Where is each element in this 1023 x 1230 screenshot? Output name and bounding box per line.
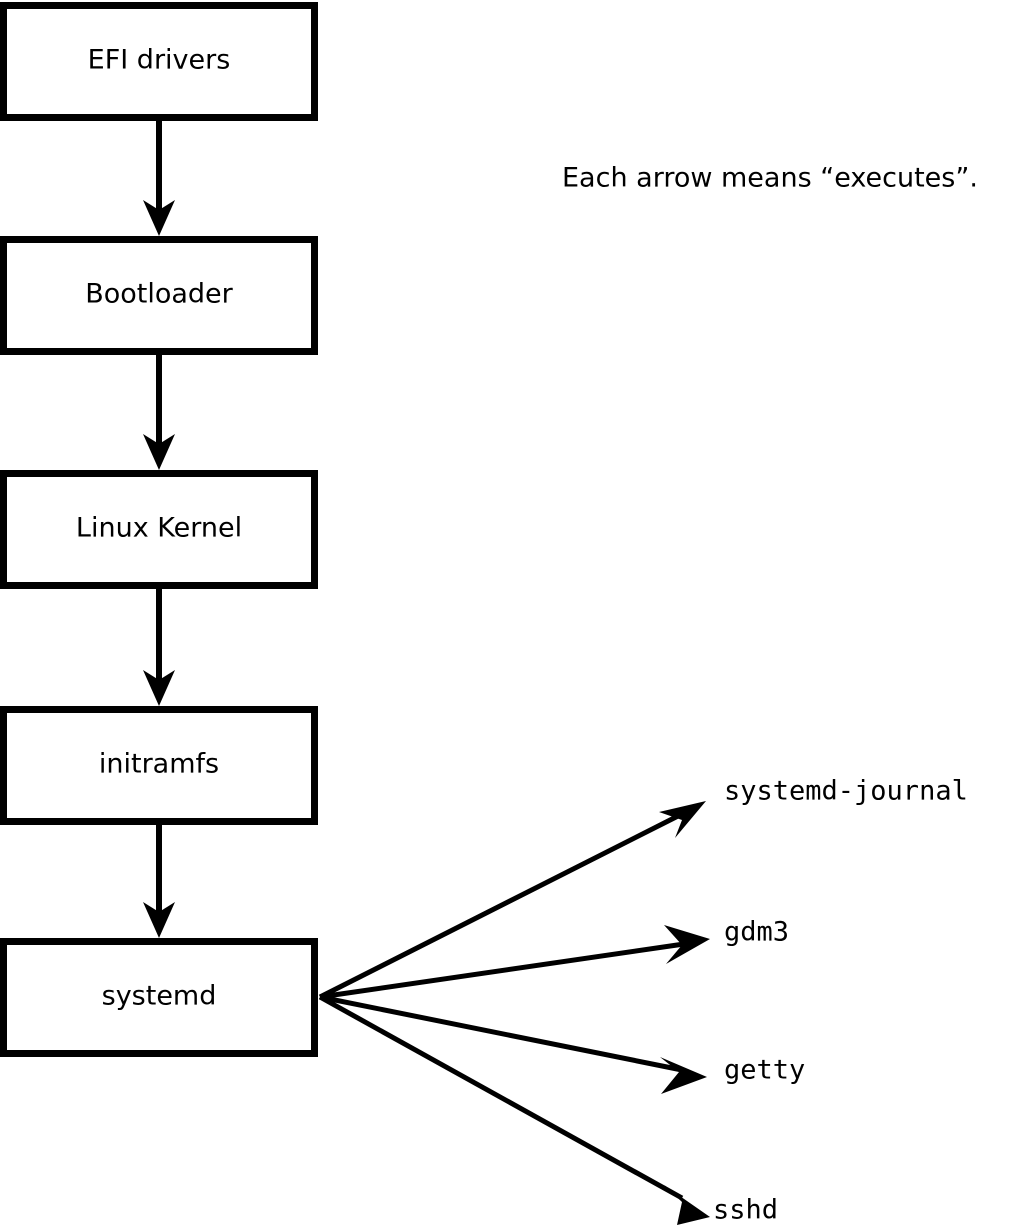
legend-caption: Each arrow means “executes”. — [562, 163, 978, 194]
leaf-label-sshd[interactable]: sshd — [713, 1195, 778, 1226]
node-bootloader[interactable]: Bootloader — [0, 236, 318, 355]
edge-line — [319, 994, 683, 1073]
arrow-head-icon — [660, 1057, 707, 1094]
edge-initramfs-to-systemd — [143, 822, 175, 938]
node-label: Linux Kernel — [76, 513, 242, 544]
arrow-head-icon — [143, 434, 175, 470]
node-label: initramfs — [99, 749, 219, 780]
node-linux-kernel[interactable]: Linux Kernel — [0, 470, 318, 589]
node-efi-drivers[interactable]: EFI drivers — [0, 2, 318, 121]
edge-efi-drivers-to-bootloader — [143, 118, 175, 236]
edge-line — [318, 994, 684, 1201]
edge-bootloader-to-linux-kernel — [143, 352, 175, 470]
node-label: Bootloader — [85, 279, 233, 310]
arrow-head-icon — [664, 925, 710, 964]
edge-systemd-to-systemd-journal — [318, 801, 706, 1000]
arrow-head-icon — [143, 200, 175, 236]
node-box — [0, 470, 318, 589]
node-initramfs[interactable]: initramfs — [0, 706, 318, 825]
node-box — [0, 2, 318, 121]
node-box — [0, 706, 318, 825]
node-systemd[interactable]: systemd — [0, 938, 318, 1057]
arrow-head-icon — [143, 902, 175, 938]
leaf-label-gdm3[interactable]: gdm3 — [724, 917, 789, 948]
edge-line — [319, 941, 685, 1000]
edge-line — [318, 811, 684, 1000]
edge-linux-kernel-to-initramfs — [143, 586, 175, 706]
node-box — [0, 236, 318, 355]
node-label: systemd — [102, 981, 217, 1012]
arrow-head-icon — [143, 670, 175, 706]
edge-systemd-to-getty — [319, 994, 707, 1094]
edge-systemd-to-sshd — [318, 994, 710, 1225]
leaf-label-systemd-journal[interactable]: systemd-journal — [724, 776, 968, 807]
arrow-head-icon — [659, 801, 706, 838]
arrow-head-icon — [664, 1185, 710, 1225]
edge-systemd-to-gdm3 — [319, 925, 710, 1000]
leaf-label-getty[interactable]: getty — [724, 1055, 805, 1086]
node-box — [0, 938, 318, 1057]
node-label: EFI drivers — [88, 45, 231, 76]
